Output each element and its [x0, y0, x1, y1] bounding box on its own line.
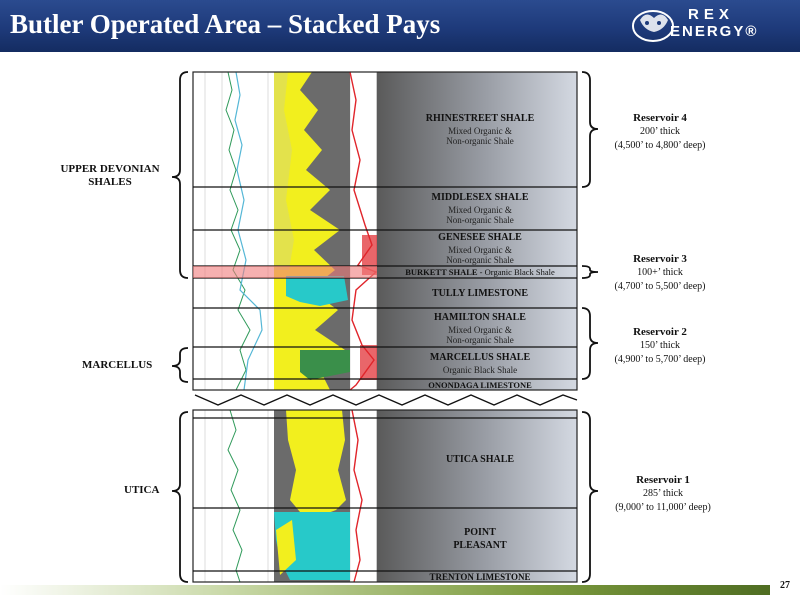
- formation-utica: UTICA SHALE: [445, 454, 515, 465]
- formation-onondaga: ONONDAGA LIMESTONE: [428, 380, 532, 390]
- left-braces: [171, 71, 189, 583]
- label-upper-devonian-line1: UPPER DEVONIAN: [60, 163, 160, 175]
- formation-burkett: BURKETT SHALE - Organic Black Shale: [380, 267, 580, 277]
- footer-bar: [0, 585, 770, 595]
- formation-marcellus-desc: Organic Black Shale: [442, 365, 518, 375]
- reservoir-4-title: Reservoir 4: [633, 112, 687, 124]
- formation-genesee-desc1: Mixed Organic &: [448, 245, 512, 255]
- reservoir-1-thickness: 285’ thick: [642, 488, 684, 499]
- right-braces: [581, 71, 599, 583]
- lower-well-log: [192, 409, 378, 583]
- reservoir-4-depth: (4,500’ to 4,800’ deep): [614, 140, 706, 151]
- formation-middlesex-desc2: Non-organic Shale: [446, 215, 514, 225]
- label-marcellus: MARCELLUS: [82, 359, 153, 371]
- formation-genesee-desc2: Non-organic Shale: [446, 255, 514, 265]
- reservoir-2-title: Reservoir 2: [633, 326, 687, 338]
- reservoir-2-depth: (4,900’ to 5,700’ deep): [614, 354, 706, 365]
- formation-genesee: GENESEE SHALE: [438, 232, 522, 243]
- company-logo: REX ENERGY®: [628, 6, 786, 46]
- formation-rhinestreet: RHINESTREET SHALE: [425, 113, 535, 124]
- formation-hamilton-desc1: Mixed Organic &: [448, 325, 512, 335]
- reservoir-2: Reservoir 2 150’ thick (4,900’ to 5,700’…: [600, 325, 720, 367]
- reservoir-3-thickness: 100+’ thick: [637, 267, 683, 278]
- formation-middlesex: MIDDLESEX SHALE: [431, 192, 529, 203]
- slide-title: Butler Operated Area – Stacked Pays: [10, 9, 441, 39]
- upper-formation-panel: [192, 71, 578, 391]
- lower-formation-panel: [192, 409, 578, 583]
- reservoir-4: Reservoir 4 200’ thick (4,500’ to 4,800’…: [600, 111, 720, 153]
- title-bar: Butler Operated Area – Stacked Pays REX …: [0, 0, 800, 52]
- formation-marcellus: MARCELLUS SHALE: [429, 352, 531, 363]
- formation-point-pleasant-line1: POINT: [464, 527, 496, 538]
- formation-point-pleasant-line2: PLEASANT: [453, 540, 507, 551]
- label-upper-devonian: UPPER DEVONIAN SHALES: [50, 163, 170, 189]
- formation-rhinestreet-desc2: Non-organic Shale: [446, 136, 514, 146]
- upper-well-log: [192, 71, 378, 391]
- formation-point-pleasant: POINT PLEASANT: [380, 526, 580, 552]
- reservoir-3: Reservoir 3 100+’ thick (4,700’ to 5,500…: [600, 252, 720, 294]
- reservoir-1-title: Reservoir 1: [636, 474, 690, 486]
- reservoir-3-depth: (4,700’ to 5,500’ deep): [614, 281, 706, 292]
- reservoir-4-thickness: 200’ thick: [639, 126, 681, 137]
- reservoir-3-title: Reservoir 3: [633, 253, 687, 265]
- label-upper-devonian-line2: SHALES: [88, 176, 132, 188]
- ram-icon: [632, 10, 674, 42]
- formation-burkett-desc: - Organic Black Shale: [477, 267, 555, 277]
- reservoir-2-thickness: 150’ thick: [639, 340, 681, 351]
- formation-rhinestreet-desc1: Mixed Organic &: [448, 126, 512, 136]
- formation-burkett-name: BURKETT SHALE: [405, 267, 478, 277]
- reservoir-1-depth: (9,000’ to 11,000’ deep): [615, 502, 711, 513]
- reservoir-1: Reservoir 1 285’ thick (9,000’ to 11,000…: [600, 473, 726, 515]
- section-break: [194, 394, 578, 406]
- formation-hamilton-desc2: Non-organic Shale: [446, 335, 514, 345]
- formation-hamilton: HAMILTON SHALE: [434, 312, 526, 323]
- logo-word-energy: ENERGY®: [670, 23, 759, 40]
- formation-trenton: TRENTON LIMESTONE: [429, 572, 531, 582]
- label-utica: UTICA: [124, 484, 160, 496]
- logo-word-rex: REX: [688, 6, 734, 23]
- formation-tully: TULLY LIMESTONE: [431, 288, 529, 299]
- formation-middlesex-desc1: Mixed Organic &: [448, 205, 512, 215]
- page-number: 27: [780, 580, 790, 591]
